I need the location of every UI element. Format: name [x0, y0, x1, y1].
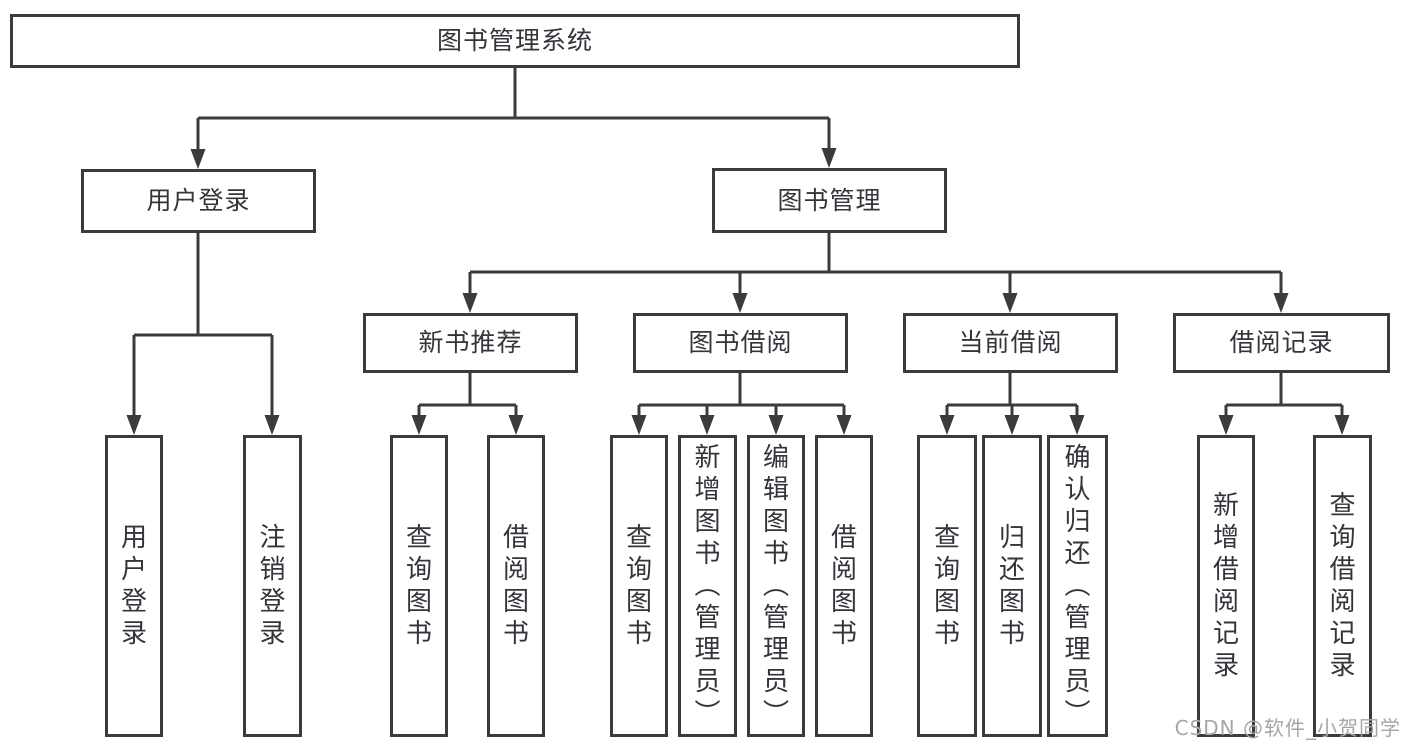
node-label: 确认归还︵管理员︶ [1064, 443, 1091, 729]
node-label: 借阅图书 [502, 523, 529, 649]
node-user-login: 用户登录 [81, 169, 316, 233]
node-current-borrowing: 当前借阅 [903, 313, 1118, 373]
node-book-management: 图书管理 [712, 168, 947, 233]
leaf-logout: 注销登录 [243, 435, 302, 737]
watermark: CSDN @软件_小贺同学 [1174, 716, 1401, 740]
node-label: 查询借阅记录 [1329, 491, 1356, 681]
node-book-borrowing: 图书借阅 [633, 313, 848, 373]
node-label: 用户登录 [146, 186, 251, 216]
node-label: 新增图书︵管理员︶ [694, 443, 721, 729]
leaf-add-borrow-record: 新增借阅记录 [1197, 435, 1255, 737]
node-new-book-recommendation: 新书推荐 [363, 313, 578, 373]
node-label: 图书管理系统 [436, 26, 593, 56]
leaf-query-borrow-record: 查询借阅记录 [1313, 435, 1372, 737]
node-label: 编辑图书︵管理员︶ [762, 443, 789, 729]
node-label: 注销登录 [259, 523, 286, 649]
node-library-system: 图书管理系统 [10, 14, 1020, 68]
leaf-borrow-books-2: 借阅图书 [815, 435, 873, 737]
node-label: 当前借阅 [958, 328, 1063, 358]
node-label: 新增借阅记录 [1212, 491, 1239, 681]
leaf-query-books-3: 查询图书 [917, 435, 977, 737]
node-label: 借阅记录 [1229, 328, 1334, 358]
node-label: 图书管理 [777, 185, 882, 215]
leaf-borrow-books-1: 借阅图书 [487, 435, 545, 737]
node-label: 归还图书 [998, 523, 1025, 649]
leaf-add-book-admin: 新增图书︵管理员︶ [678, 435, 737, 737]
leaf-return-books: 归还图书 [982, 435, 1042, 737]
node-label: 借阅图书 [830, 523, 857, 649]
node-label: 查询图书 [405, 523, 432, 649]
node-label: 图书借阅 [688, 328, 793, 358]
leaf-query-books-2: 查询图书 [610, 435, 668, 737]
leaf-edit-book-admin: 编辑图书︵管理员︶ [747, 435, 805, 737]
leaf-query-books-1: 查询图书 [390, 435, 448, 737]
leaf-confirm-return-admin: 确认归还︵管理员︶ [1047, 435, 1108, 737]
node-label: 新书推荐 [418, 328, 523, 358]
node-label: 用户登录 [120, 523, 147, 649]
node-borrowing-records: 借阅记录 [1173, 313, 1390, 373]
leaf-user-login: 用户登录 [105, 435, 163, 737]
node-label: 查询图书 [625, 523, 652, 649]
node-label: 查询图书 [933, 523, 960, 649]
